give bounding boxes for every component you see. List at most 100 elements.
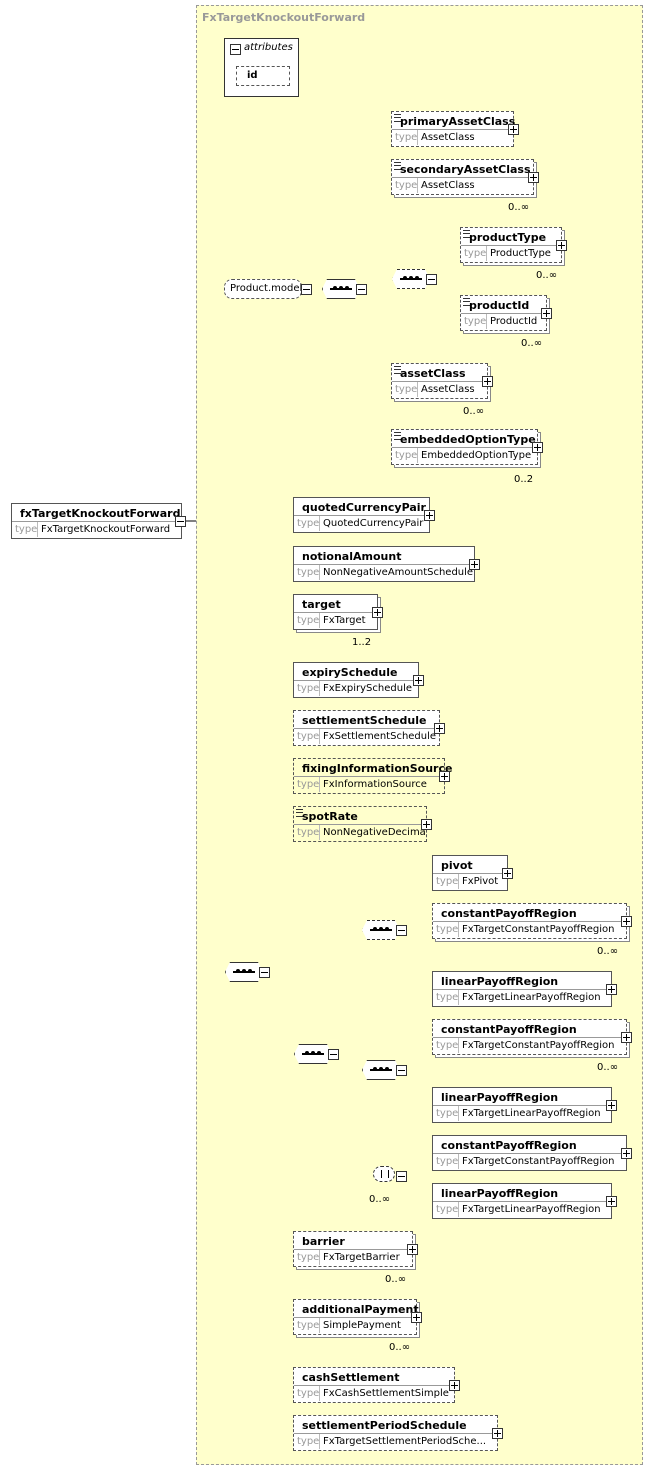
element-type: FxTargetBarrier [323, 1252, 400, 1263]
element-name: constantPayoffRegion [441, 1139, 577, 1152]
element-name: constantPayoffRegion [441, 1023, 577, 1036]
expand-icon[interactable] [469, 559, 480, 570]
expand-icon[interactable] [541, 308, 552, 319]
expand-icon[interactable] [508, 124, 519, 135]
cardinality-label: 0..∞ [597, 1062, 619, 1073]
expand-icon[interactable] [434, 723, 445, 734]
expand-icon[interactable] [502, 868, 513, 879]
expand-icon[interactable] [439, 771, 450, 782]
expand-icon[interactable] [606, 1196, 617, 1207]
expand-icon[interactable] [482, 376, 493, 387]
type-key: type [392, 382, 418, 397]
documentation-icon [394, 162, 401, 170]
type-key: type [433, 1154, 459, 1169]
element-name: cashSettlement [302, 1371, 400, 1384]
element-type: FxTargetLinearPayoffRegion [462, 992, 601, 1003]
expand-icon[interactable] [556, 240, 567, 251]
type-key: type [294, 1318, 320, 1333]
collapse-icon[interactable] [230, 44, 241, 55]
expand-icon[interactable] [621, 1032, 632, 1043]
type-key: type [294, 613, 320, 628]
expand-icon[interactable] [411, 1312, 422, 1323]
attribute-id[interactable]: id [236, 66, 290, 86]
collapse-icon[interactable] [301, 284, 312, 295]
element-type: FxInformationSource [323, 779, 427, 790]
cardinality-label: 0..∞ [385, 1274, 407, 1285]
element-type: EmbeddedOptionType [421, 450, 532, 461]
type-key: type [294, 1434, 320, 1449]
expand-icon[interactable] [421, 819, 432, 830]
expand-icon[interactable] [492, 1428, 503, 1439]
collapse-icon[interactable] [356, 284, 367, 295]
expand-icon[interactable] [528, 172, 539, 183]
documentation-icon [463, 230, 470, 238]
element-type: FxSettlementSchedule [323, 731, 437, 742]
type-key: type [294, 1250, 320, 1265]
element-type: FxTargetKnockoutForward [41, 524, 171, 535]
product-model-group[interactable]: Product.model [224, 279, 302, 299]
expand-icon[interactable] [532, 442, 543, 453]
cardinality-label: 0..∞ [463, 406, 485, 417]
type-key: type [461, 246, 487, 261]
element-name: primaryAssetClass [400, 115, 516, 128]
collapse-icon[interactable] [328, 1049, 339, 1060]
type-key: type [433, 990, 459, 1005]
expand-icon[interactable] [372, 607, 383, 618]
type-key: type [294, 777, 320, 792]
collapse-icon[interactable] [259, 967, 270, 978]
collapse-icon[interactable] [396, 1171, 407, 1182]
element-name: linearPayoffRegion [441, 1091, 559, 1104]
collapse-icon[interactable] [175, 516, 186, 527]
expand-icon[interactable] [621, 916, 632, 927]
element-type: FxTargetConstantPayoffRegion [462, 924, 615, 935]
expand-icon[interactable] [413, 675, 424, 686]
expand-icon[interactable] [606, 984, 617, 995]
element-name: expirySchedule [302, 666, 398, 679]
expand-icon[interactable] [621, 1148, 632, 1159]
element-type: AssetClass [421, 132, 475, 143]
sequence-compositor-payoff [294, 1044, 332, 1064]
collapse-icon[interactable] [426, 274, 437, 285]
type-key: type [433, 1106, 459, 1121]
collapse-icon[interactable] [396, 925, 407, 936]
element-type: NonNegativeAmountSchedule [323, 567, 474, 578]
expand-icon[interactable] [424, 510, 435, 521]
element-name: assetClass [400, 367, 466, 380]
element-name: settlementPeriodSchedule [302, 1419, 467, 1432]
expand-icon[interactable] [407, 1244, 418, 1255]
cardinality-label: 1..2 [352, 637, 372, 648]
type-key: type [392, 130, 418, 145]
collapse-icon[interactable] [396, 1065, 407, 1076]
cardinality-label: 0..∞ [521, 338, 543, 349]
expand-icon[interactable] [449, 1380, 460, 1391]
expand-icon[interactable] [606, 1100, 617, 1111]
element-name: constantPayoffRegion [441, 907, 577, 920]
sequence-compositor [362, 1060, 400, 1080]
element-type: ProductId [490, 316, 538, 327]
